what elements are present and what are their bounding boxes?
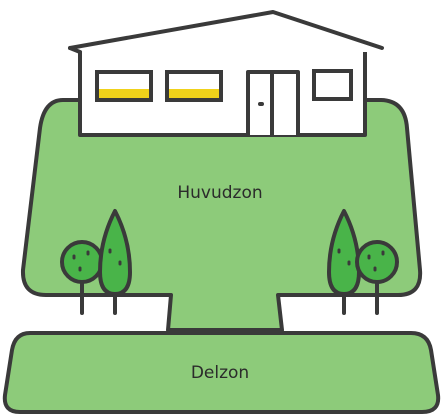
tree-icon bbox=[327, 209, 361, 315]
window-2 bbox=[165, 70, 223, 102]
window-3 bbox=[312, 69, 353, 101]
tree-icon bbox=[60, 240, 104, 315]
tree-icon bbox=[98, 209, 132, 315]
house-roof-base bbox=[68, 46, 82, 54]
sub-zone-label: Delzon bbox=[190, 363, 250, 383]
house-icon bbox=[68, 10, 384, 137]
tree-icon bbox=[355, 240, 399, 315]
main-zone-label: Huvudzon bbox=[177, 183, 263, 203]
house-roof bbox=[68, 10, 384, 50]
door bbox=[246, 70, 300, 135]
window-1 bbox=[95, 70, 153, 102]
sub-zone-area bbox=[2, 331, 441, 414]
